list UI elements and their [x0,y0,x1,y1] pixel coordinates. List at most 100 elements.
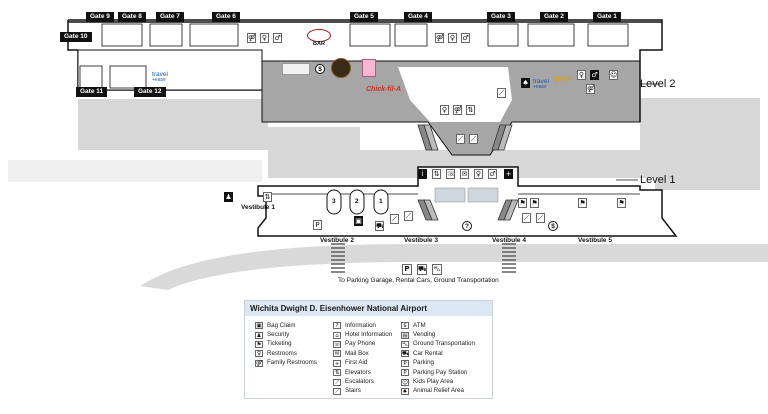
legend-item: Parking Pay Station [413,368,468,376]
ground-transportation-icon: ⛍ [401,340,409,348]
restroom-icon: ♀ [440,105,449,115]
legend-item: Mail Box [345,349,369,357]
carousel-1-label: 1 [379,198,383,205]
pay-phone-icon: ☏ [446,169,455,179]
parking-pay-station-icon: P [401,369,409,377]
animal-relief-icon: ♠ [521,78,530,88]
legend-item: Information [345,321,376,329]
mail-box-icon: ✉ [333,350,341,358]
car-rental-icon: ⛟ [401,350,409,358]
security-icon: ♟ [224,192,233,202]
vestibule-4-label: Vestibule 4 [492,237,526,244]
vestibule-3-label: Vestibule 3 [404,237,438,244]
family-restroom-icon: ⚤ [586,84,595,94]
legend-item: Parking [413,359,434,367]
family-restroom-icon: ⚤ [453,105,462,115]
legend-item: Bag Claim [267,321,296,329]
ticketing-icon: ⚑ [518,198,527,208]
escalator-icon: ⟋ [522,213,531,223]
family-restroom-icon: ⚤ [435,33,444,43]
information-icon: i [418,169,427,179]
kids-play-icon: ☺ [609,70,618,80]
apron-right [640,98,760,190]
grab-and-go-logo [282,63,310,75]
gate-6-tag: Gate 6 [212,12,240,22]
restroom-icon: ♀ [255,350,263,358]
legend-item: First Aid [345,359,368,367]
legend-item: ATM [413,321,426,329]
gate-5-tag: Gate 5 [350,12,378,22]
ground-transportation-icon: ⛍ [432,264,442,275]
stairs-icon: ⟋ [536,213,545,223]
legend-item: Restrooms [267,349,297,357]
level-1-label: Level 1 [640,174,676,186]
atm-icon: $ [401,322,409,330]
crosswalk-left [331,243,345,273]
ticketing-icon: ⚑ [578,198,587,208]
kiosk-logo [362,59,376,77]
legend-column-2: ?Information ⌂Hotel Information ☏Pay Pho… [333,321,392,396]
legend-column-1: ▣Bag Claim ♟Security ⚑Ticketing ♀Restroo… [255,321,317,368]
legend-item: Elevators [345,368,371,376]
elevator-icon: ⇅ [263,192,272,202]
legend-item: Car Rental [413,349,443,357]
escalator-icon: ⟋ [469,134,478,144]
stairs-icon: ⟋ [390,214,399,224]
gate-1-tag: Gate 1 [593,12,621,22]
travel-ease-east-word: travel [533,78,549,85]
bag-claim-icon: ▣ [354,216,363,226]
gate-2-tag: Gate 2 [540,12,568,22]
restroom-icon: ♂ [590,70,599,80]
elevator-icon: ⇅ [432,169,441,179]
legend-item: Escalators [345,378,374,386]
parking-pay-station-icon: P [313,220,322,230]
legend-item: Animal Relief Area [413,387,464,395]
restroom-icon: ♀ [577,70,586,80]
ticketing-icon: ⚑ [530,198,539,208]
legend-item: Ticketing [267,340,292,348]
elevator-icon: ⇅ [333,369,341,377]
gate-10-tag: Gate 10 [60,32,92,42]
gate-7-tag: Gate 7 [156,12,184,22]
crosswalk-right [502,243,516,273]
travel-ease-east-sub: +ease [533,84,547,90]
security-icon: ♟ [255,331,263,339]
legend-column-3: $ATM ▤Vending ⛍Ground Transportation ⛟Ca… [401,321,475,396]
legend-item: Ground Transportation [413,340,475,348]
bar-label: BAR [313,41,325,47]
legend-item: Pay Phone [345,340,376,348]
legend-title: Wichita Dwight D. Eisenhower National Ai… [245,301,492,316]
information-icon: ? [462,221,472,231]
carousel-2-label: 2 [355,198,359,205]
ticketing-icon: ⚑ [617,198,626,208]
restroom-icon: ♂ [461,33,470,43]
gate-12-tag: Gate 12 [134,87,166,97]
stairs-icon: ⟋ [333,387,341,395]
atm-icon: $ [315,64,325,74]
legend-item: Hotel Information [345,331,393,339]
road [140,244,768,290]
parking-icon: P [401,359,409,367]
vestibule-2-label: Vestibule 2 [320,237,354,244]
escalator-icon: ⟋ [497,88,506,98]
apron-area [78,99,655,178]
ticketing-icon: ⚑ [255,340,263,348]
level2-atrium [398,67,512,122]
central-skylight [434,187,466,203]
travel-ease-west-word: travel [152,71,168,78]
parking-icon: P [402,264,412,275]
stairs-icon: ⟋ [456,134,465,144]
legend-item: Family Restrooms [267,359,317,367]
family-restroom-icon: ⚤ [247,33,256,43]
legend-item: Security [267,331,290,339]
restroom-icon: ♂ [488,169,497,179]
vestibule-5-label: Vestibule 5 [578,237,612,244]
ground-left [8,160,262,182]
escalator-icon: ⟋ [333,378,341,386]
elevator-icon: ⇅ [466,105,475,115]
escalator-links [417,124,519,221]
carousel-3-label: 3 [332,198,336,205]
vestibule-1-label: Vestibule 1 [241,204,275,211]
chick-fil-a-logo: Chick-fil-A [366,86,401,93]
